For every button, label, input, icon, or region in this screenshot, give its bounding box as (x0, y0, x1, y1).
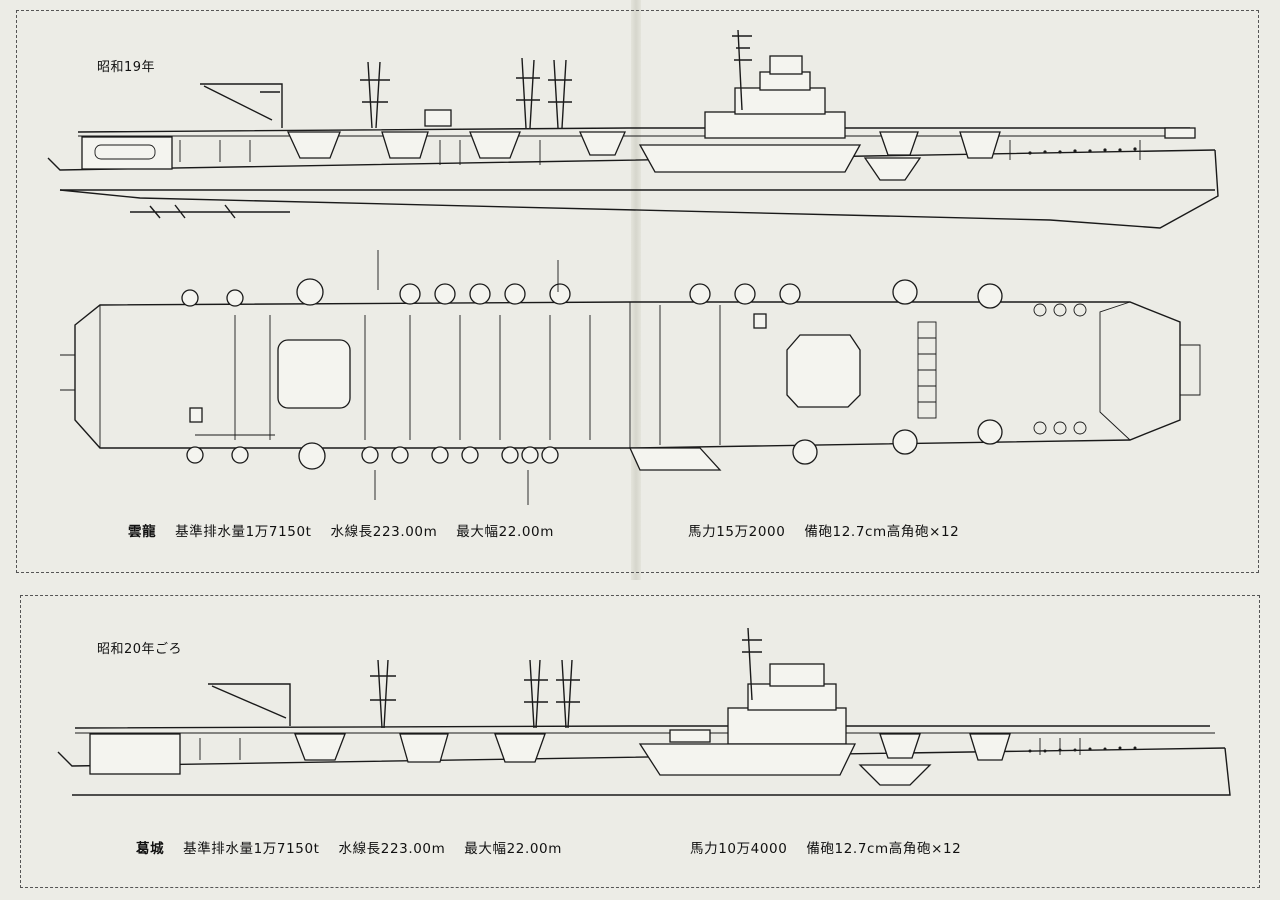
portholes (1028, 147, 1137, 155)
unryu-plan-view (60, 250, 1201, 505)
plan-sponsons (181, 278, 1087, 470)
katsuragi-side-profile (57, 627, 1231, 796)
aft-elevator (277, 339, 351, 409)
era-label-1945: 昭和20年ごろ (97, 642, 183, 657)
ship-name-unryu: 雲龍 (128, 524, 157, 540)
unryu-spec-line-2: 馬力15万2000 備砲12.7cm高角砲×12 (688, 520, 959, 540)
unryu-spec-line: 雲龍 基準排水量1万7150t 水線長223.00m 最大幅22.00m (128, 520, 554, 540)
gun-sponsons (294, 729, 1011, 786)
flight-deck-outline (74, 301, 1181, 449)
max-beam: 最大幅22.00m (456, 524, 554, 540)
katsuragi-spec-line-2: 馬力10万4000 備砲12.7cm高角砲×12 (690, 837, 961, 857)
horsepower: 馬力15万2000 (688, 524, 786, 540)
island-superstructure (638, 29, 862, 173)
era-label-1944: 昭和19年 (97, 60, 156, 75)
displacement: 基準排水量1万7150t (175, 524, 312, 540)
max-beam: 最大幅22.00m (464, 841, 562, 857)
crane (208, 683, 291, 726)
masts (360, 57, 572, 129)
gun-sponsons (286, 131, 1001, 181)
forward-elevator (786, 334, 861, 408)
propeller-shafts (130, 204, 290, 219)
displacement: 基準排水量1万7150t (183, 841, 320, 857)
horsepower: 馬力10万4000 (690, 841, 788, 857)
crane (200, 83, 283, 128)
flight-deck (77, 127, 1190, 133)
katsuragi-spec-line: 葛城 基準排水量1万7150t 水線長223.00m 最大幅22.00m (136, 837, 562, 857)
waterline-length: 水線長223.00m (338, 841, 446, 857)
page-gutter (631, 0, 641, 580)
hull-upper (47, 149, 1216, 171)
armament: 備砲12.7cm高角砲×12 (806, 841, 962, 857)
masts (370, 659, 580, 729)
portholes (1028, 746, 1137, 753)
ship-name-katsuragi: 葛城 (136, 841, 165, 857)
hull-lower (59, 149, 1219, 229)
unryu-panel (16, 10, 1259, 573)
island-superstructure (638, 627, 857, 776)
katsuragi-panel (20, 595, 1260, 888)
flight-deck (74, 725, 1210, 729)
waterline-length: 水線長223.00m (330, 524, 438, 540)
unryu-side-profile (47, 29, 1219, 229)
armament: 備砲12.7cm高角砲×12 (804, 524, 960, 540)
hull-lower (72, 747, 1231, 796)
